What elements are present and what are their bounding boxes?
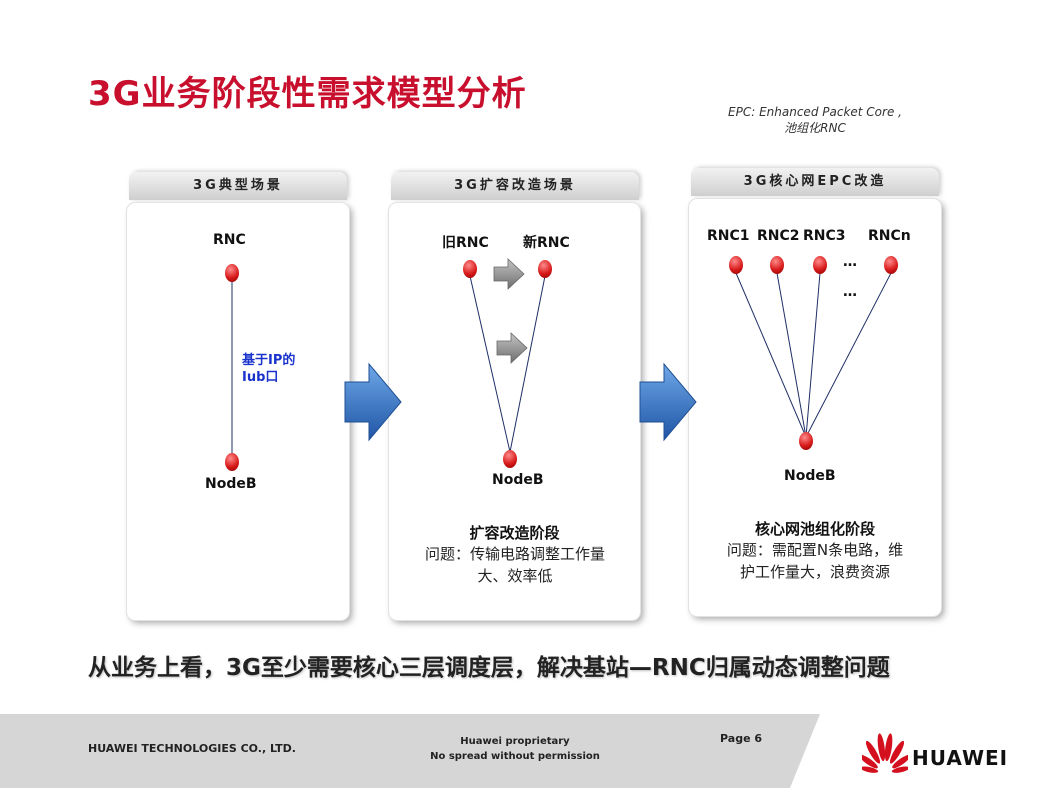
transition-arrow-1 <box>344 362 402 442</box>
rncn-link-line <box>805 272 892 438</box>
nodeb-label: NodeB <box>205 476 257 492</box>
rncn-node <box>884 256 898 274</box>
iub-label-line1: 基于IP的 <box>242 353 296 368</box>
new-rnc-node <box>538 260 552 278</box>
nodeb-label: NodeB <box>492 472 544 488</box>
iub-label-line2: Iub口 <box>242 370 279 385</box>
rnc-node <box>225 264 239 282</box>
page-number: Page 6 <box>720 732 763 745</box>
migrate-arrow-2 <box>496 332 528 364</box>
old-rnc-label: 旧RNC <box>442 235 489 251</box>
nodeb-node <box>799 432 813 450</box>
company-name: HUAWEI TECHNOLOGIES CO., LTD. <box>88 742 296 755</box>
ellipsis-2: … <box>843 284 857 300</box>
page-title: 3G业务阶段性需求模型分析 <box>88 74 527 114</box>
new-rnc-label: 新RNC <box>523 235 570 251</box>
panel3-tab: 3G核心网EPC改造 <box>691 168 939 196</box>
new-rnc-link-line <box>509 275 546 453</box>
brand-name: HUAWEI <box>912 746 1009 770</box>
rncn-label: RNCn <box>868 228 911 244</box>
nodeb-node <box>503 450 517 468</box>
footer-divider <box>790 714 1050 788</box>
rnc3-label: RNC3 <box>803 228 846 244</box>
epc-note: EPC: Enhanced Packet Core , 池组化RNC <box>700 104 930 136</box>
problem-line2: 大、效率低 <box>477 567 553 585</box>
conclusion-text: 从业务上看，3G至少需要核心三层调度层，解决基站—RNC归属动态调整问题 <box>88 655 890 681</box>
rnc1-node <box>729 256 743 274</box>
rnc2-label: RNC2 <box>757 228 800 244</box>
problem-line1: 问题：传输电路调整工作量 <box>424 545 605 563</box>
proprietary-note: Huawei proprietary No spread without per… <box>410 734 620 764</box>
problem-line2: 护工作量大，浪费资源 <box>739 563 890 581</box>
rnc3-link-line <box>805 272 821 438</box>
nodeb-node <box>225 453 239 471</box>
stage-title: 扩容改造阶段 <box>469 524 560 542</box>
nodeb-label: NodeB <box>784 468 836 484</box>
spread-line: No spread without permission <box>430 751 600 762</box>
panel1-tab: 3G典型场景 <box>129 172 347 200</box>
rnc-label: RNC <box>213 232 246 248</box>
old-rnc-node <box>463 260 477 278</box>
stage-title: 核心网池组化阶段 <box>754 520 875 538</box>
problem-text: 问题：需配置N条电路，维 护工作量大，浪费资源 <box>692 539 938 583</box>
problem-text: 问题：传输电路调整工作量 大、效率低 <box>392 543 638 587</box>
rnc2-node <box>770 256 784 274</box>
epc-note-line2: 池组化RNC <box>784 121 846 135</box>
panel2-tab: 3G扩容改造场景 <box>391 172 639 200</box>
rnc3-node <box>813 256 827 274</box>
rnc2-link-line <box>776 272 807 438</box>
ellipsis-1: … <box>843 254 857 270</box>
rnc1-link-line <box>735 272 807 438</box>
huawei-logo-icon <box>862 733 908 773</box>
proprietary-line: Huawei proprietary <box>460 736 570 747</box>
transition-arrow-2 <box>639 362 697 442</box>
problem-line1: 问题：需配置N条电路，维 <box>726 541 904 559</box>
migrate-arrow-1 <box>493 258 525 290</box>
old-rnc-link-line <box>469 275 511 453</box>
iub-label: 基于IP的 Iub口 <box>242 352 295 386</box>
rnc1-label: RNC1 <box>707 228 750 244</box>
epc-note-line1: EPC: Enhanced Packet Core , <box>728 105 902 119</box>
